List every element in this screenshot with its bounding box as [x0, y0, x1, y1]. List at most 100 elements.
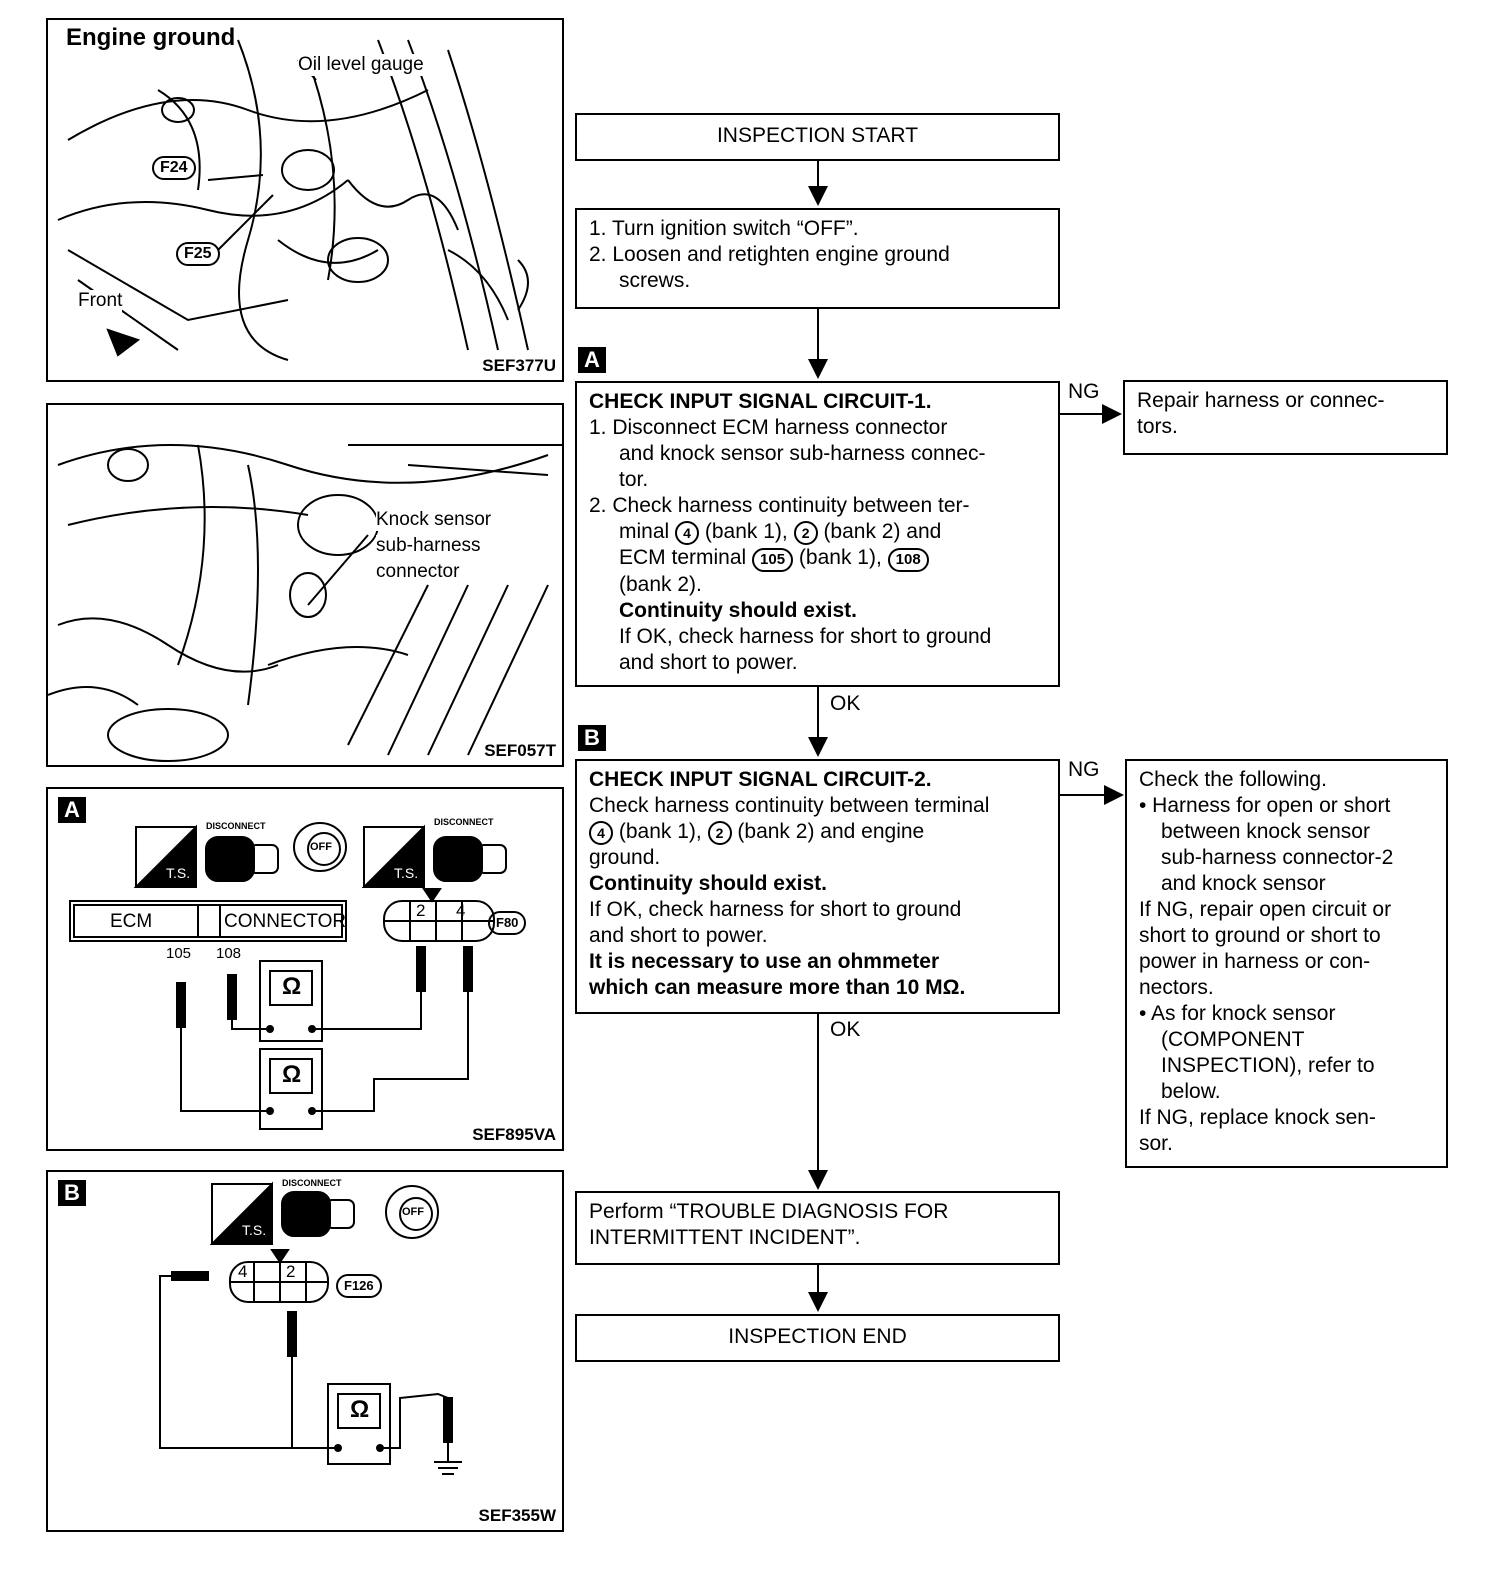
pin-4-label: 4	[238, 1262, 248, 1281]
text: (bank 1),	[618, 820, 702, 843]
figure-code: SEF377U	[482, 356, 556, 375]
connector-f25-label: F25	[176, 242, 220, 266]
following-ng-2b: sor.	[1139, 1132, 1173, 1155]
ok-label-1: OK	[830, 692, 861, 715]
wiring-drawing-b	[159, 1181, 462, 1475]
panel-title: Engine ground	[66, 24, 236, 51]
terminal-105-label: 105	[166, 945, 192, 962]
knock-sensor-label-line1: Knock sensor	[376, 509, 492, 531]
check-1-item-2c: ECM terminal 105 (bank 1), 108	[589, 545, 1046, 572]
figure-code: SEF355W	[478, 1506, 556, 1525]
text: (bank 2) and engine	[737, 820, 925, 843]
step-1-line-2: 2. Loosen and retighten engine ground	[589, 243, 950, 266]
connector-label: CONNECTOR	[224, 911, 347, 932]
check-1-title: CHECK INPUT SIGNAL CIRCUIT-1.	[589, 390, 932, 413]
check-1-item-1c: tor.	[619, 468, 649, 491]
following-ng-1d: nectors.	[1139, 976, 1214, 999]
following-title: Check the following.	[1139, 768, 1327, 791]
pin-4-label: 4	[456, 901, 466, 920]
check-a-wiring-diagram: A	[46, 787, 564, 1151]
connector-f24-label: F24	[152, 156, 196, 180]
front-label: Front	[78, 290, 123, 312]
following-bullet-2a: • As for knock sensor	[1139, 1002, 1336, 1025]
text: (bank 1),	[704, 520, 788, 543]
ohm-symbol-2: Ω	[282, 1061, 302, 1088]
check-1-item-1a: 1. Disconnect ECM harness connector	[589, 416, 948, 439]
check-2-ok-line-2: and short to power.	[589, 924, 768, 947]
check-b-wiring-diagram: B	[46, 1170, 564, 1532]
knock-sensor-label-line3: connector	[376, 561, 460, 583]
terminal-4-circle: 4	[589, 821, 613, 845]
diagram-tag-a: A	[58, 797, 86, 823]
connector-f126-label: F126	[336, 1274, 382, 1298]
off-label: OFF	[402, 1206, 424, 1218]
check-circuit-2-box: CHECK INPUT SIGNAL CIRCUIT-2. Check harn…	[575, 759, 1060, 1014]
following-bullet-2c: INSPECTION), refer to	[1161, 1054, 1375, 1077]
inspection-end-box: INSPECTION END	[575, 1314, 1060, 1362]
flow-tag-a: A	[578, 347, 606, 373]
repair-line-1: Repair harness or connec-	[1137, 389, 1385, 412]
check-1-item-2d: (bank 2).	[619, 573, 702, 596]
ts-label-1: T.S.	[166, 865, 191, 881]
knock-sensor-drawing	[48, 444, 562, 762]
check-2-line-2: 4 (bank 1), 2 (bank 2) and engine	[589, 819, 1046, 845]
pin-2-label: 2	[286, 1262, 296, 1281]
disconnect-label: DISCONNECT	[282, 1178, 342, 1188]
check-2-continuity: Continuity should exist.	[589, 872, 828, 895]
following-bullet-2d: below.	[1161, 1080, 1221, 1103]
check-1-ok-line-2: and short to power.	[619, 651, 798, 674]
connector-f80-label: F80	[488, 911, 527, 935]
check-2-line-1: Check harness continuity between termina…	[589, 794, 990, 817]
following-ng-1a: If NG, repair open circuit or	[1139, 898, 1392, 921]
oil-level-gauge-label: Oil level gauge	[298, 54, 424, 76]
terminal-2-circle: 2	[707, 821, 732, 845]
disconnect-label-2: DISCONNECT	[434, 817, 494, 827]
check-1-ok-line-1: If OK, check harness for short to ground	[619, 625, 992, 648]
ohm-symbol-1: Ω	[282, 973, 302, 1000]
check-2-note-line-2: which can measure more than 10 MΩ.	[589, 976, 966, 999]
figure-code: SEF057T	[484, 741, 556, 760]
terminal-105-oval: 105	[752, 548, 794, 572]
perform-trouble-diagnosis-box: Perform “TROUBLE DIAGNOSIS FOR INTERMITT…	[575, 1191, 1060, 1265]
step-1-line-1: 1. Turn ignition switch “OFF”.	[589, 217, 859, 240]
following-bullet-1b: between knock sensor	[1161, 820, 1370, 843]
check-2-line-3: ground.	[589, 846, 661, 869]
repair-line-2: tors.	[1137, 415, 1178, 438]
knock-sensor-label-line2: sub-harness	[376, 535, 481, 557]
check-following-box: Check the following. • Harness for open …	[1125, 759, 1448, 1168]
pin-2-label: 2	[416, 901, 426, 920]
following-bullet-2b: (COMPONENT	[1161, 1028, 1305, 1051]
diagram-tag-b: B	[58, 1180, 86, 1206]
check-2-note-line-1: It is necessary to use an ohmmeter	[589, 950, 940, 973]
ng-label-2: NG	[1068, 758, 1100, 781]
terminal-4-circle: 4	[675, 521, 700, 545]
wiring-drawing-a	[69, 822, 507, 1130]
check-1-item-2b: minal 4 (bank 1), 2 (bank 2) and	[589, 519, 1046, 545]
following-bullet-1a: • Harness for open or short	[1139, 794, 1391, 817]
ok-label-2: OK	[830, 1018, 861, 1041]
step-1-box: 1. Turn ignition switch “OFF”. 2. Loosen…	[575, 208, 1060, 309]
check-1-continuity: Continuity should exist.	[619, 599, 858, 622]
ng-label-1: NG	[1068, 380, 1100, 403]
inspection-start-box: INSPECTION START	[575, 113, 1060, 161]
perform-line-1: Perform “TROUBLE DIAGNOSIS FOR	[589, 1200, 949, 1223]
ecm-label: ECM	[110, 911, 153, 932]
check-2-title: CHECK INPUT SIGNAL CIRCUIT-2.	[589, 768, 932, 791]
terminal-108-oval: 108	[887, 548, 929, 572]
text: ECM terminal	[619, 546, 747, 569]
following-ng-1c: power in harness or con-	[1139, 950, 1371, 973]
knock-sensor-illustration: Knock sensor sub-harness connector SEF05…	[46, 403, 564, 767]
check-2-ok-line-1: If OK, check harness for short to ground	[589, 898, 962, 921]
terminal-2-circle: 2	[793, 521, 818, 545]
step-1-line-3: screws.	[619, 269, 691, 292]
ohm-symbol: Ω	[350, 1396, 370, 1423]
ts-label: T.S.	[242, 1222, 267, 1238]
ts-label-2: T.S.	[394, 865, 419, 881]
text: (bank 1),	[798, 546, 882, 569]
check-1-item-1b: and knock sensor sub-harness connec-	[619, 442, 986, 465]
terminal-108-label: 108	[216, 945, 242, 962]
repair-box: Repair harness or connec- tors.	[1123, 380, 1448, 455]
perform-line-2: INTERMITTENT INCIDENT”.	[589, 1226, 861, 1249]
following-ng-2a: If NG, replace knock sen-	[1139, 1106, 1376, 1129]
text: minal	[619, 520, 670, 543]
